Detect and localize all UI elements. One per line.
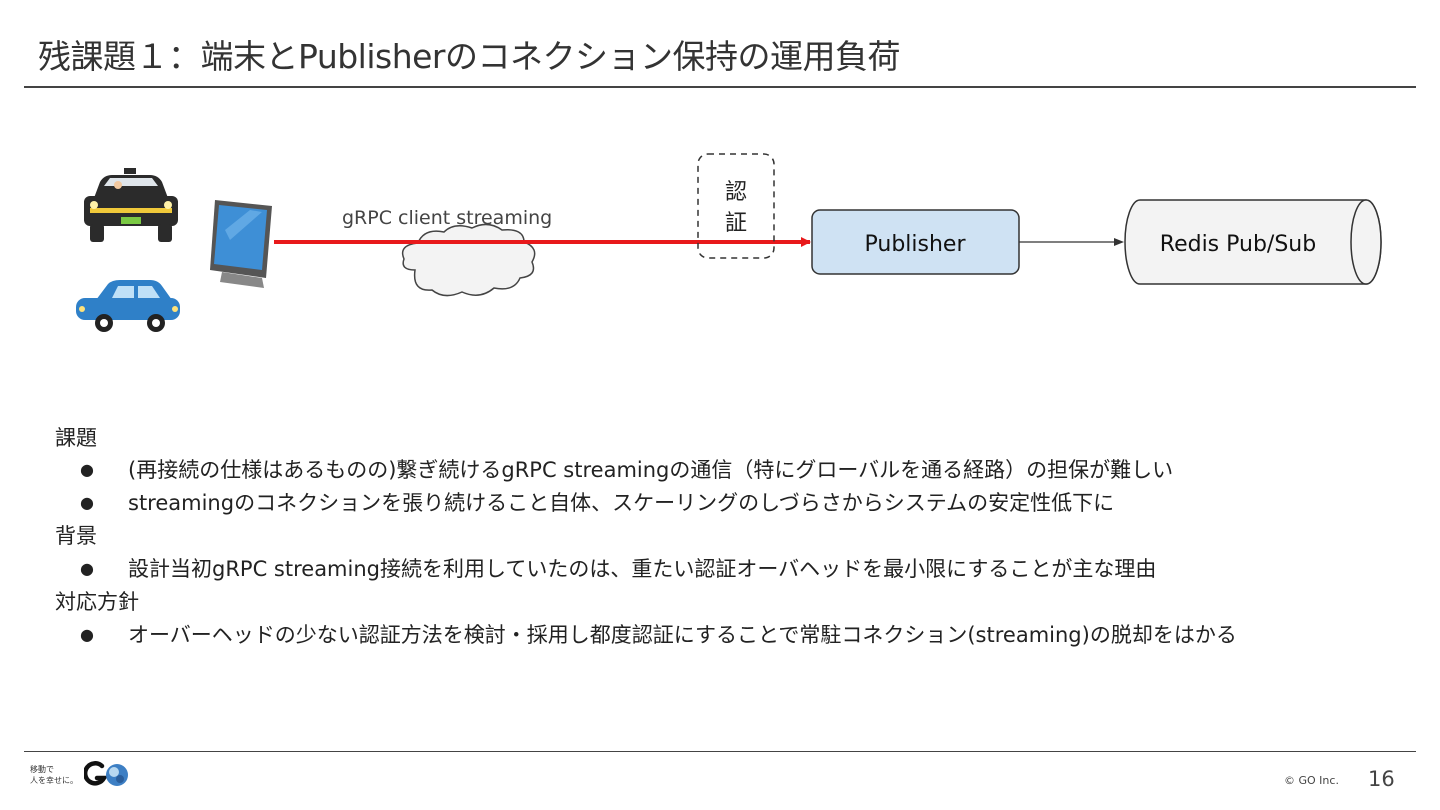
bullet-text: オーバーヘッドの少ない認証方法を検討・採用し都度認証にすることで常駐コネクション… bbox=[128, 623, 1237, 647]
redis-pubsub-cylinder bbox=[1124, 199, 1382, 285]
bullet-item: ● streamingのコネクションを張り続けること自体、スケーリングのしづらさか… bbox=[80, 487, 1114, 517]
bullet-item: ● オーバーヘッドの少ない認証方法を検討・採用し都度認証にすることで常駐コネクショ… bbox=[80, 619, 1237, 649]
bullet-text: 設計当初gRPC streaming接続を利用していたのは、重たい認証オーバヘッ… bbox=[128, 557, 1157, 581]
bullet-item: ● (再接続の仕様はあるものの)繋ぎ続けるgRPC streamingの通信（特に… bbox=[80, 454, 1173, 484]
page-number: 16 bbox=[1368, 767, 1395, 791]
car-icon bbox=[76, 280, 180, 332]
section-heading-background: 背景 bbox=[55, 524, 97, 548]
publisher-to-redis-arrowhead bbox=[1114, 238, 1124, 246]
slide-title: 残課題１：端末とPublisherのコネクション保持の運用負荷 bbox=[38, 37, 901, 76]
footer-divider bbox=[24, 751, 1416, 752]
section-heading-policy: 対応方針 bbox=[55, 590, 139, 614]
publisher-label: Publisher bbox=[865, 232, 967, 257]
bullet-glyph: ● bbox=[80, 625, 94, 644]
redis-label: Redis Pub/Sub bbox=[1160, 232, 1316, 257]
section-heading-issue: 課題 bbox=[55, 426, 97, 450]
auth-label-2: 証 bbox=[725, 211, 747, 236]
bullet-glyph: ● bbox=[80, 559, 94, 578]
bullet-text: (再接続の仕様はあるものの)繋ぎ続けるgRPC streamingの通信（特にグ… bbox=[128, 458, 1174, 482]
internet-cloud-icon bbox=[401, 223, 536, 297]
taxi-icon bbox=[84, 168, 178, 242]
bullet-item: ● 設計当初gRPC streaming接続を利用していたのは、重たい認証オーバヘ… bbox=[80, 553, 1156, 583]
bullet-text: streamingのコネクションを張り続けること自体、スケーリングのしづらさから… bbox=[128, 491, 1115, 515]
tagline-line-2: 人を幸せに。 bbox=[30, 776, 78, 785]
go-logo bbox=[84, 761, 128, 786]
auth-label-1: 認 bbox=[725, 180, 747, 205]
footer-tagline: 移動で 人を幸せに。 bbox=[30, 764, 78, 786]
title-divider bbox=[24, 86, 1416, 88]
copyright-text: © GO Inc. bbox=[1284, 774, 1339, 787]
bullet-glyph: ● bbox=[80, 493, 94, 512]
architecture-diagram: gRPC client streaming 認 証 Publisher Redi… bbox=[76, 153, 1382, 332]
bullet-glyph: ● bbox=[80, 460, 94, 479]
tagline-line-1: 移動で bbox=[30, 765, 54, 774]
tablet-terminal-icon bbox=[210, 200, 272, 288]
protocol-label: gRPC client streaming bbox=[342, 207, 552, 229]
auth-box bbox=[697, 153, 775, 259]
